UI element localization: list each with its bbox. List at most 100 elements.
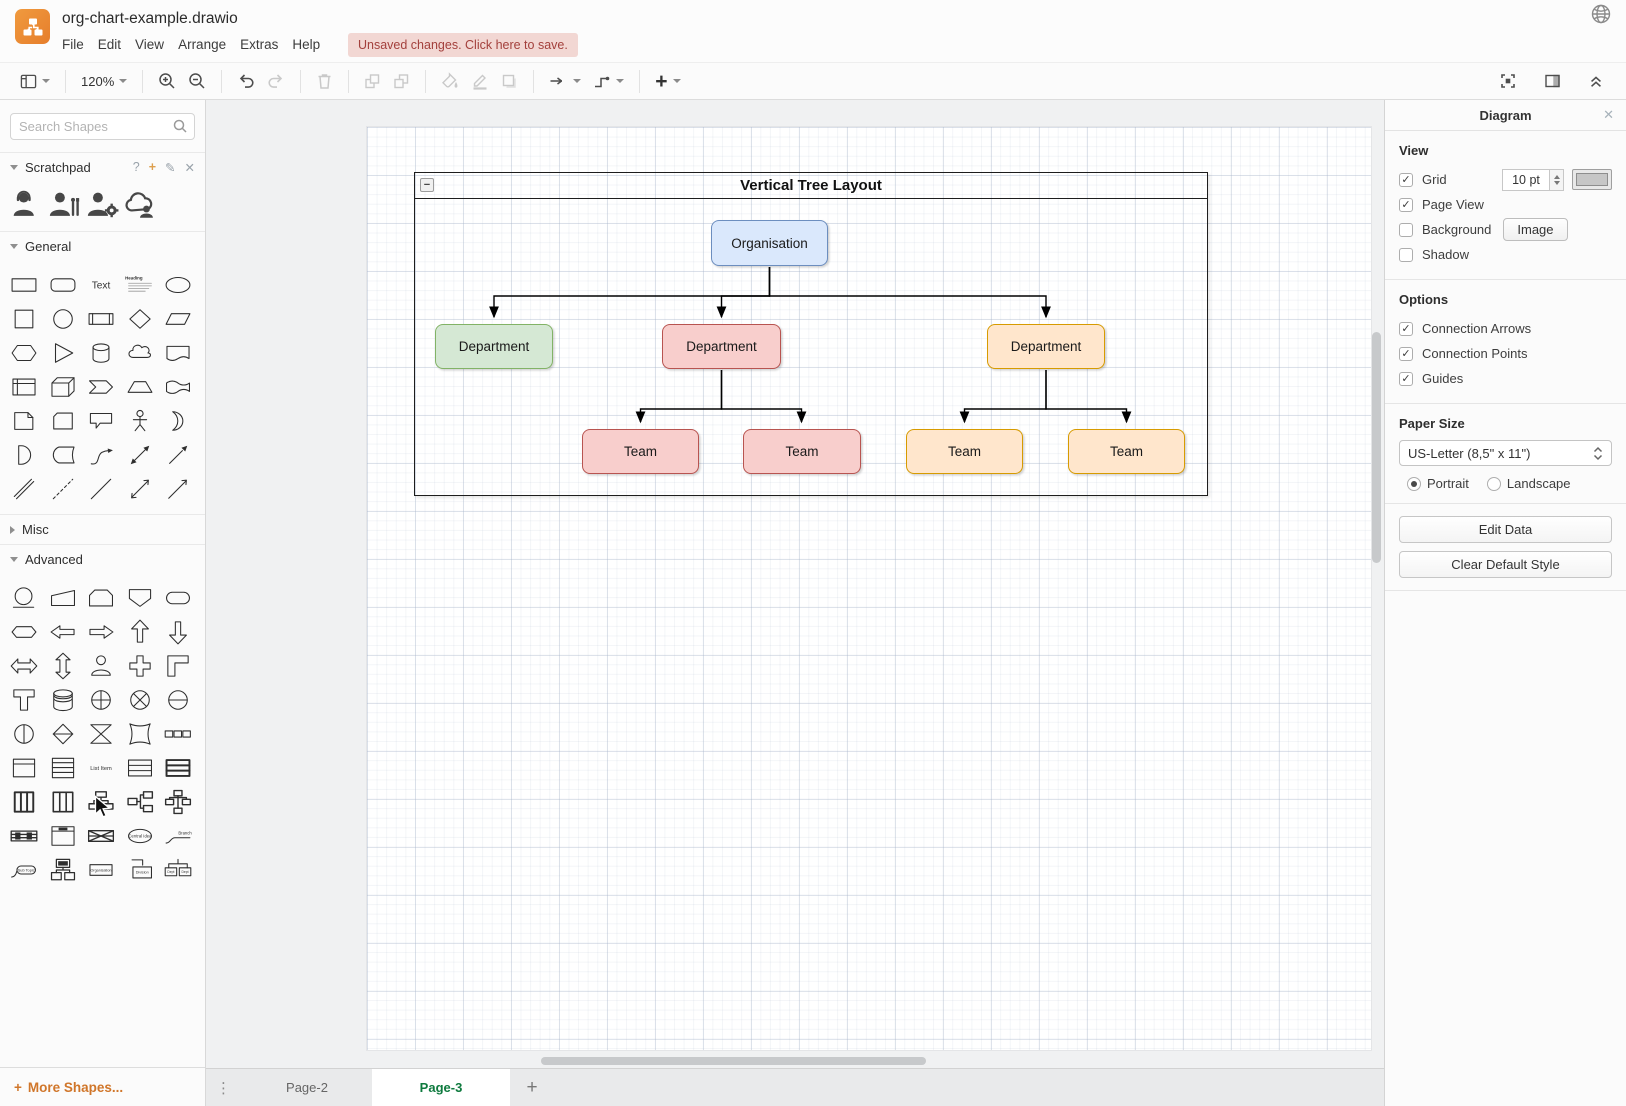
section-misc[interactable]: Misc — [0, 514, 205, 544]
shape-parallelogram[interactable] — [160, 303, 196, 334]
undo-button[interactable] — [233, 67, 259, 95]
horizontal-scrollbar[interactable] — [541, 1057, 926, 1065]
connection-style-button[interactable] — [545, 67, 585, 95]
shape-arrow[interactable] — [160, 439, 196, 470]
shape-collate-circle[interactable] — [6, 718, 42, 749]
node-organisation[interactable]: Organisation — [711, 220, 828, 266]
more-shapes-button[interactable]: + More Shapes... — [0, 1067, 205, 1106]
grid-size-input[interactable]: 10 pt — [1502, 168, 1550, 191]
shape-cube[interactable] — [45, 371, 81, 402]
to-back-button[interactable] — [389, 67, 414, 95]
menu-arrange[interactable]: Arrange — [178, 37, 227, 52]
tree-layout-container[interactable]: − Vertical Tree Layout — [414, 172, 1208, 496]
zoom-out-button[interactable] — [184, 67, 210, 95]
shape-textbox[interactable]: Heading — [122, 269, 158, 300]
shape-triangle[interactable] — [45, 337, 81, 368]
shape-off-page-connector[interactable] — [122, 582, 158, 613]
redo-button[interactable] — [263, 67, 289, 95]
scratchpad-close-icon[interactable]: ✕ — [184, 161, 195, 175]
zoom-in-button[interactable] — [154, 67, 180, 95]
shape-process[interactable] — [83, 303, 119, 334]
shape-columns-bold[interactable] — [45, 786, 81, 817]
shape-division-shape[interactable]: Division — [122, 854, 158, 885]
guides-checkbox[interactable]: ✓ — [1399, 371, 1413, 386]
shape-central-idea[interactable]: Central Idea — [122, 820, 158, 851]
pages-menu-button[interactable]: ⋮ — [216, 1079, 232, 1097]
shape-arrow-left-right[interactable] — [6, 650, 42, 681]
shape-ellipse[interactable] — [160, 269, 196, 300]
to-front-button[interactable] — [360, 67, 385, 95]
menu-help[interactable]: Help — [292, 37, 321, 52]
shape-step[interactable] — [83, 371, 119, 402]
shape-sort[interactable] — [160, 684, 196, 715]
shape-summing-junction[interactable] — [122, 684, 158, 715]
shape-curve[interactable] — [83, 439, 119, 470]
page-view-button[interactable] — [16, 67, 54, 95]
fullscreen-button[interactable] — [1495, 67, 1521, 95]
shape-corner[interactable] — [160, 650, 196, 681]
shape-cross[interactable] — [122, 650, 158, 681]
shape-list[interactable] — [45, 752, 81, 783]
node-department[interactable]: Department — [987, 324, 1105, 369]
shape-switch[interactable] — [122, 718, 158, 749]
zoom-select[interactable]: 120% — [77, 67, 131, 95]
insert-button[interactable]: + — [651, 67, 684, 95]
shape-table[interactable] — [122, 752, 158, 783]
shape-card[interactable] — [45, 405, 81, 436]
shape-and[interactable] — [6, 439, 42, 470]
section-advanced[interactable]: Advanced — [0, 544, 205, 574]
shape-org-chart-node[interactable] — [45, 854, 81, 885]
shape-arrow-up-down[interactable] — [45, 650, 81, 681]
shape-data-storage[interactable] — [45, 439, 81, 470]
shape-diamond[interactable] — [122, 303, 158, 334]
shape-dashed-line[interactable] — [45, 473, 81, 504]
shape-rounded-rectangle[interactable] — [45, 269, 81, 300]
shape-arrow-down[interactable] — [160, 616, 196, 647]
grid-color-button[interactable] — [1572, 169, 1612, 190]
person-gear-icon[interactable] — [84, 188, 120, 219]
shadow-button[interactable] — [497, 67, 522, 95]
section-general[interactable]: General — [0, 231, 205, 261]
shape-branch[interactable]: Branch — [160, 820, 196, 851]
shape-cross-table[interactable] — [83, 820, 119, 851]
shape-sub-topic[interactable]: Sub Topic — [6, 854, 42, 885]
shape-diamond-line[interactable] — [45, 718, 81, 749]
edit-data-button[interactable]: Edit Data — [1399, 516, 1612, 543]
collapse-container-button[interactable]: − — [420, 178, 434, 192]
grid-checkbox[interactable]: ✓ — [1399, 172, 1413, 187]
paper-size-select[interactable]: US-Letter (8,5" x 11") — [1399, 440, 1612, 466]
shape-or[interactable] — [160, 405, 196, 436]
shape-organisation-shape[interactable]: Organisation — [83, 854, 119, 885]
shape-bidirectional-arrow[interactable] — [122, 439, 158, 470]
menu-extras[interactable]: Extras — [240, 37, 279, 52]
person-cloud-icon[interactable] — [122, 188, 158, 219]
shape-trapezoid[interactable] — [122, 371, 158, 402]
scratchpad-help-icon[interactable]: ? — [132, 160, 140, 174]
page-view-checkbox[interactable]: ✓ — [1399, 197, 1413, 212]
shape-tee[interactable] — [6, 684, 42, 715]
format-panel-toggle-button[interactable] — [1540, 67, 1565, 95]
shape-arrow-left[interactable] — [45, 616, 81, 647]
connection-arrows-checkbox[interactable]: ✓ — [1399, 321, 1413, 336]
connection-points-checkbox[interactable]: ✓ — [1399, 346, 1413, 361]
section-scratchpad[interactable]: Scratchpad ?+✎✕ — [0, 152, 205, 182]
line-color-button[interactable] — [467, 67, 493, 95]
person-tools-icon[interactable] — [46, 188, 82, 219]
waypoint-style-button[interactable] — [589, 67, 628, 95]
shape-actor[interactable] — [122, 405, 158, 436]
add-page-button[interactable]: + — [526, 1076, 538, 1098]
shape-user[interactable] — [83, 650, 119, 681]
shape-callout[interactable] — [83, 405, 119, 436]
unsaved-changes-banner[interactable]: Unsaved changes. Click here to save. — [348, 33, 578, 57]
shape-text[interactable]: Text — [83, 269, 119, 300]
tab-page-3[interactable]: Page-3 — [372, 1069, 510, 1106]
shadow-checkbox[interactable] — [1399, 247, 1413, 262]
shape-cloud[interactable] — [122, 337, 158, 368]
node-team[interactable]: Team — [1068, 429, 1185, 474]
shape-partial-rectangle[interactable] — [6, 582, 42, 613]
shape-link[interactable] — [6, 473, 42, 504]
shape-table-bold[interactable] — [160, 752, 196, 783]
shape-org-chart[interactable] — [160, 786, 196, 817]
background-checkbox[interactable] — [1399, 222, 1413, 237]
